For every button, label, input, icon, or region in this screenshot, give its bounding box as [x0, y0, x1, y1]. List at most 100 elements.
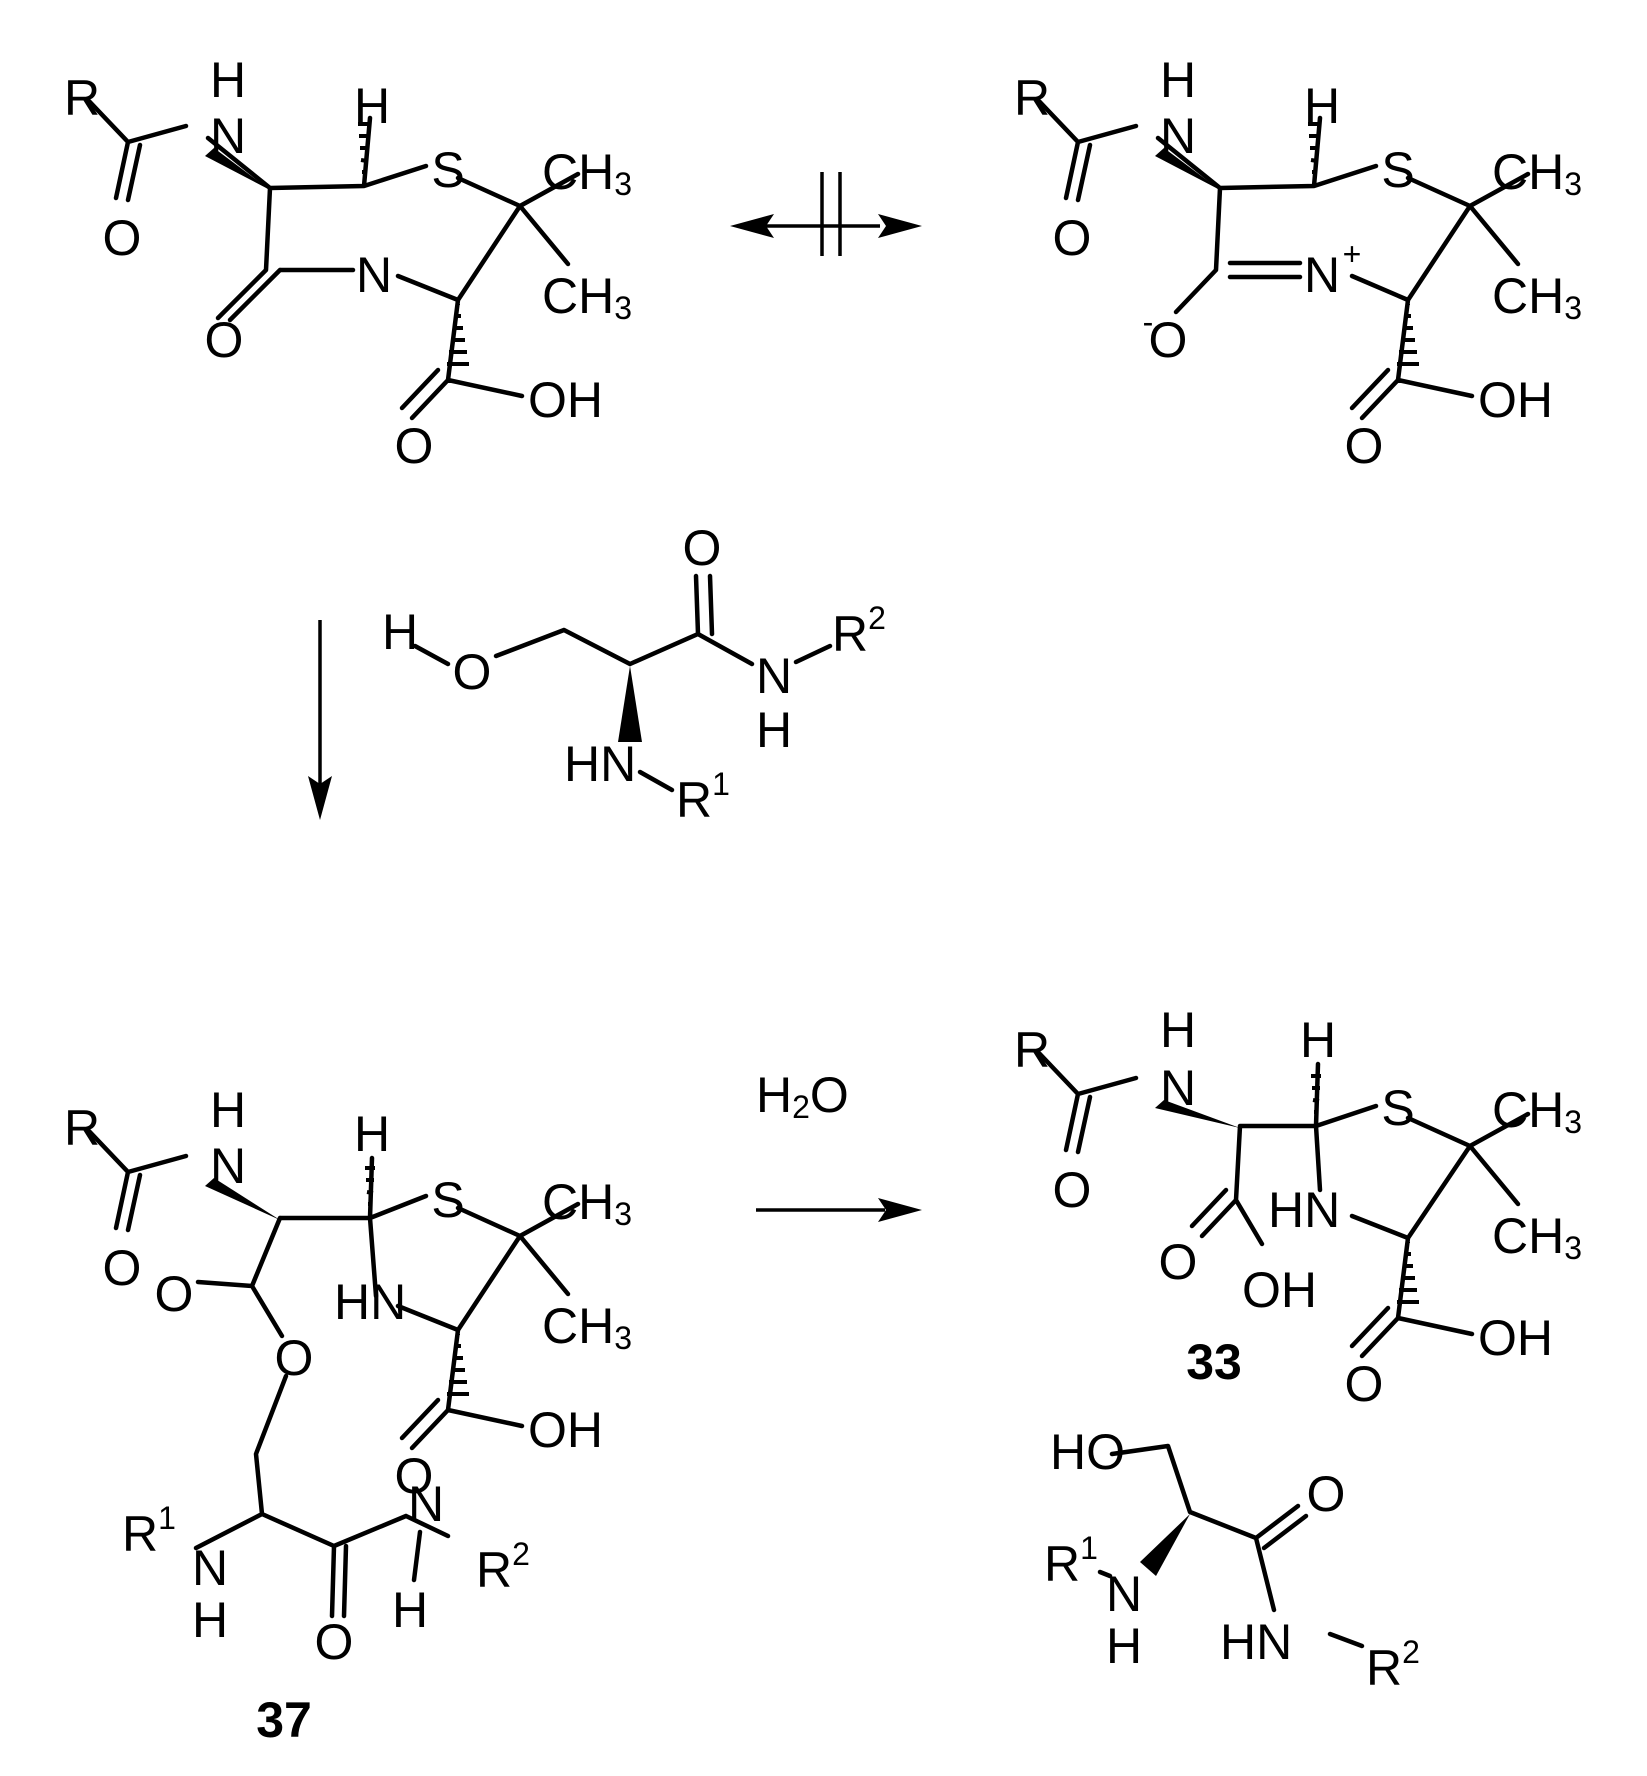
stereo-hash — [1311, 1074, 1321, 1125]
water-o: O — [810, 1067, 849, 1123]
superscript-1: 1 — [712, 766, 730, 802]
water-subscript: 2 — [792, 1089, 810, 1125]
atom-h: H — [1300, 1012, 1336, 1068]
atom-r: R — [476, 1542, 512, 1598]
methyl-label: CH3 — [542, 268, 632, 326]
resonance-form-structure: R H N O H S CH3 CH3 N + - O OH O — [1014, 52, 1582, 474]
atom-o: O — [1307, 1466, 1346, 1522]
atom-h: H — [382, 604, 418, 660]
subscript-3: 3 — [1564, 166, 1582, 202]
atom-o: O — [683, 520, 722, 576]
atom-ch: CH — [1492, 144, 1564, 200]
stereo-hash — [365, 1166, 375, 1217]
stereo-wedge — [1140, 1514, 1190, 1576]
water-reagent: H2O — [756, 1067, 849, 1125]
penicilloic-acid-structure: R H N O H S CH3 CH3 HN O OH OH O 33 — [1014, 1002, 1582, 1412]
subscript-3: 3 — [614, 1196, 632, 1232]
acyl-enzyme-structure: R H N O H S CH3 CH3 HN O O OH O R1 N H O… — [64, 1082, 632, 1748]
stereo-hash — [447, 1334, 469, 1396]
atom-oh: OH — [1242, 1262, 1317, 1318]
released-serine-structure: HO O R1 N H HN R2 — [1044, 1424, 1420, 1696]
serine-reagent-structure: H O O N H R2 HN R1 — [382, 520, 886, 828]
atom-s: S — [1381, 142, 1414, 198]
atom-ch: CH — [542, 268, 614, 324]
atom-o: O — [395, 418, 434, 474]
superscript-1: 1 — [158, 1500, 176, 1536]
atom-n: N — [192, 1540, 228, 1596]
atom-oh: OH — [528, 372, 603, 428]
atom-oh: OH — [528, 1402, 603, 1458]
atom-o: O — [315, 1614, 354, 1670]
methyl-label: CH3 — [1492, 1082, 1582, 1140]
atom-r: R — [676, 772, 712, 828]
atom-n: N — [1304, 247, 1340, 303]
atom-r: R — [64, 1100, 100, 1156]
atom-ch: CH — [1492, 1082, 1564, 1138]
atom-ch: CH — [542, 1174, 614, 1230]
atom-o: O — [1053, 1162, 1092, 1218]
atom-n: N — [210, 108, 246, 164]
atom-hn: HN — [1268, 1182, 1340, 1238]
atom-o: O — [275, 1330, 314, 1386]
stereo-wedge — [1155, 148, 1220, 190]
stereo-hash — [1397, 1242, 1419, 1304]
subscript-3: 3 — [614, 166, 632, 202]
substituent-r1: R1 — [1044, 1530, 1098, 1592]
atom-o: O — [1149, 312, 1188, 368]
atom-o: O — [1345, 1356, 1384, 1412]
atom-o: O — [205, 312, 244, 368]
subscript-3: 3 — [1564, 290, 1582, 326]
atom-o: O — [1159, 1234, 1198, 1290]
methyl-label: CH3 — [1492, 1208, 1582, 1266]
stereo-hash — [1397, 304, 1419, 366]
atom-h: H — [354, 78, 390, 134]
methyl-label: CH3 — [1492, 144, 1582, 202]
superscript-2: 2 — [1402, 1634, 1420, 1670]
atom-h: H — [192, 1592, 228, 1648]
methyl-label: CH3 — [542, 1174, 632, 1232]
hydrolysis-arrow: H2O — [756, 1067, 922, 1222]
stereo-hash — [447, 304, 469, 366]
reaction-arrow-down — [308, 620, 332, 820]
atom-n: N — [1160, 108, 1196, 164]
atom-hn: HN — [564, 736, 636, 792]
atom-h: H — [1304, 78, 1340, 134]
atom-ho: HO — [1050, 1424, 1125, 1480]
subscript-3: 3 — [1564, 1104, 1582, 1140]
atom-s: S — [431, 1172, 464, 1228]
stereo-hash — [358, 122, 370, 185]
atom-h: H — [1160, 52, 1196, 108]
atom-n: N — [356, 247, 392, 303]
penicillin-structure: R H N O H S CH3 CH3 N O OH O — [64, 52, 632, 474]
atom-ch: CH — [542, 144, 614, 200]
atom-n: N — [1106, 1566, 1142, 1622]
atom-oh: OH — [1478, 1310, 1553, 1366]
substituent-r1: R1 — [122, 1500, 176, 1562]
atom-h: H — [210, 52, 246, 108]
stereo-wedge — [205, 148, 270, 190]
atom-r: R — [64, 70, 100, 126]
atom-r: R — [122, 1506, 158, 1562]
atom-o: O — [1345, 418, 1384, 474]
methyl-label: CH3 — [542, 1298, 632, 1356]
atom-o: O — [1053, 210, 1092, 266]
atom-r: R — [1014, 1022, 1050, 1078]
atom-h: H — [756, 702, 792, 758]
atom-ch: CH — [1492, 268, 1564, 324]
negative-charge: - — [1143, 304, 1154, 340]
stereo-hash — [1308, 122, 1320, 185]
atom-s: S — [431, 142, 464, 198]
atom-o: O — [453, 644, 492, 700]
atom-hn: HN — [334, 1274, 406, 1330]
atom-h: H — [1160, 1002, 1196, 1058]
compound-number-33: 33 — [1186, 1334, 1242, 1390]
compound-number-37: 37 — [256, 1692, 312, 1748]
atom-o: O — [395, 1448, 434, 1504]
atom-h: H — [210, 1082, 246, 1138]
atom-s: S — [1381, 1080, 1414, 1136]
substituent-r1: R1 — [676, 766, 730, 828]
stereo-wedge — [1155, 1100, 1240, 1128]
stereo-wedge — [205, 1178, 280, 1220]
atom-n: N — [210, 1138, 246, 1194]
